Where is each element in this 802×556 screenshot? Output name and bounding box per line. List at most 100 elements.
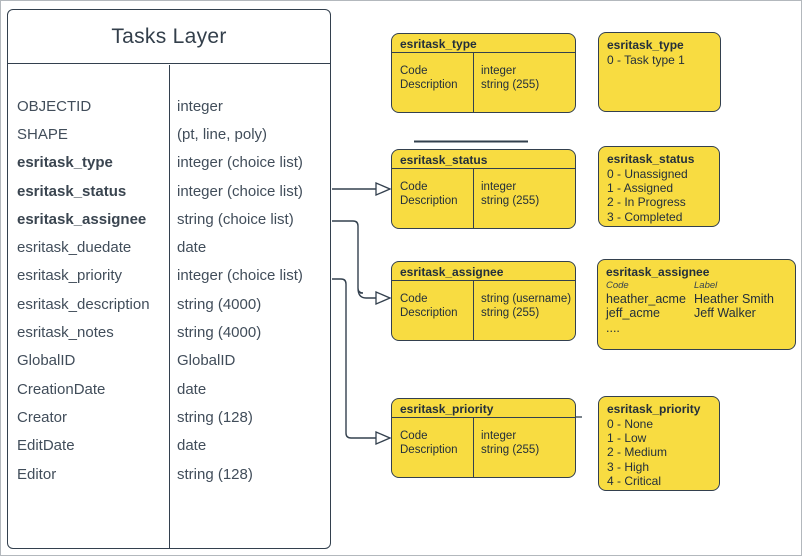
value-item: 2 - Medium <box>607 445 668 460</box>
field-name: esritask_type <box>17 154 113 172</box>
field-row: esritask_notes string (4000) <box>8 318 330 346</box>
field-row: esritask_status integer (choice list) <box>8 177 330 205</box>
field-name: GlobalID <box>17 352 76 370</box>
value-item: 0 - Task type 1 <box>607 53 685 67</box>
def-type-column: integer string (255) <box>474 169 539 228</box>
value-box-esritask-type: esritask_type 0 - Task type 1 <box>598 32 721 112</box>
field-name: CreationDate <box>17 380 106 398</box>
field-type: string (4000) <box>177 324 262 342</box>
connector-assignee <box>332 220 376 299</box>
field-name: esritask_assignee <box>17 210 147 228</box>
def-field-column: Code Description <box>392 281 474 340</box>
def-type-column: integer string (255) <box>474 53 539 112</box>
field-type: date <box>177 239 207 257</box>
field-type: date <box>177 380 207 398</box>
value-box-esritask-status: esritask_status 0 - Unassigned 1 - Assig… <box>598 146 720 227</box>
def-field-column: Code Description <box>392 53 474 112</box>
field-name: OBJECTID <box>17 97 92 115</box>
arrowhead-priority-icon <box>375 431 392 445</box>
def-field-name: Description <box>400 443 458 456</box>
def-field-column: Code Description <box>392 169 474 228</box>
field-name: esritask_notes <box>17 324 114 342</box>
field-type: string (128) <box>177 408 253 426</box>
connector-priority <box>332 278 376 439</box>
def-type-column: string (username) string (255) <box>474 281 571 340</box>
field-row: EditDate date <box>8 432 330 460</box>
field-row: Editor string (128) <box>8 460 330 488</box>
table-title: Tasks Layer <box>8 10 330 64</box>
assignee-row: jeff_acme Jeff Walker <box>606 306 791 320</box>
value-box-title: esritask_priority <box>607 402 701 416</box>
def-field-name: Code <box>400 430 428 442</box>
field-row: SHAPE (pt, line, poly) <box>8 120 330 148</box>
field-row: esritask_duedate date <box>8 233 330 261</box>
field-row: esritask_priority integer (choice list) <box>8 262 330 290</box>
field-name: SHAPE <box>17 125 68 143</box>
field-row: esritask_description string (4000) <box>8 290 330 318</box>
def-field-type: string (255) <box>481 78 540 91</box>
assignee-more-indicator: .... <box>606 321 620 335</box>
field-name: esritask_duedate <box>17 239 132 257</box>
label-column-header: Label <box>694 280 718 291</box>
value-item: 3 - Completed <box>607 209 683 224</box>
field-type: integer (choice list) <box>177 182 303 200</box>
value-item: 4 - Critical <box>607 473 662 488</box>
field-name: esritask_status <box>17 182 127 200</box>
value-box-title: esritask_assignee <box>606 265 710 279</box>
code-column-header: Code <box>606 280 629 291</box>
field-type: date <box>177 437 207 455</box>
field-type: integer <box>177 97 223 115</box>
field-type: integer (choice list) <box>177 267 303 285</box>
value-item: 0 - Unassigned <box>607 167 688 181</box>
def-box-body: Code Description string (username) strin… <box>392 281 575 340</box>
field-type: string (4000) <box>177 295 262 313</box>
field-name: Editor <box>17 465 57 483</box>
field-type: (pt, line, poly) <box>177 125 268 143</box>
def-box-esritask-status: esritask_status Code Description integer… <box>391 149 576 229</box>
value-item: 0 - None <box>607 417 654 431</box>
field-name: Creator <box>17 408 68 426</box>
def-box-title: esritask_type <box>392 34 575 53</box>
def-box-body: Code Description integer string (255) <box>392 169 575 228</box>
value-box-title: esritask_type <box>607 38 684 52</box>
def-field-name: Code <box>400 293 428 305</box>
def-field-type: string (255) <box>481 194 540 207</box>
assignee-code: heather_acme <box>606 292 686 306</box>
value-box-title: esritask_status <box>607 152 695 166</box>
field-name: esritask_description <box>17 295 150 313</box>
tasks-layer-table: Tasks Layer OBJECTID integer SHAPE (pt, … <box>7 9 331 549</box>
field-row: esritask_assignee string (choice list) <box>8 205 330 233</box>
def-box-esritask-assignee: esritask_assignee Code Description strin… <box>391 261 576 341</box>
assignee-label: Jeff Walker <box>694 306 756 320</box>
value-item: 3 - High <box>607 459 650 474</box>
def-field-name: Description <box>400 194 458 207</box>
def-box-esritask-type: esritask_type Code Description integer s… <box>391 33 576 113</box>
def-box-body: Code Description integer string (255) <box>392 53 575 112</box>
def-field-name: Description <box>400 306 458 319</box>
def-box-esritask-priority: esritask_priority Code Description integ… <box>391 398 576 478</box>
field-list: OBJECTID integer SHAPE (pt, line, poly) … <box>8 64 330 488</box>
field-type: string (128) <box>177 465 253 483</box>
def-field-type: string (255) <box>481 443 540 456</box>
value-item: 1 - Assigned <box>607 181 674 196</box>
field-row: OBJECTID integer <box>8 92 330 120</box>
value-box-esritask-assignee: esritask_assignee Code Label heather_acm… <box>597 259 796 350</box>
field-row: GlobalID GlobalID <box>8 347 330 375</box>
def-box-body: Code Description integer string (255) <box>392 418 575 477</box>
field-row: CreationDate date <box>8 375 330 403</box>
field-type: string (choice list) <box>177 210 294 228</box>
def-box-title: esritask_priority <box>392 399 575 418</box>
field-type: GlobalID <box>177 352 236 370</box>
value-item: 1 - Low <box>607 431 647 446</box>
assignee-column-headers: Code Label <box>606 280 791 292</box>
def-field-type: string (username) <box>481 293 572 305</box>
arrowhead-status-icon <box>375 182 392 196</box>
arrowhead-assignee-icon <box>375 291 392 305</box>
def-field-type: string (255) <box>481 306 540 319</box>
def-type-column: integer string (255) <box>474 418 539 477</box>
def-box-title: esritask_status <box>392 150 575 169</box>
def-field-type: integer <box>481 181 517 193</box>
field-name: EditDate <box>17 437 75 455</box>
assignee-label: Heather Smith <box>694 292 774 306</box>
